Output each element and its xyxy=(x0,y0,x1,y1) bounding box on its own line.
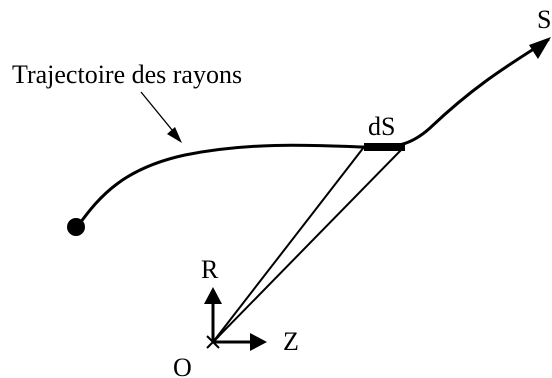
end-point-label-s: S xyxy=(537,5,551,34)
ray-line-to-ds-start xyxy=(212,146,365,343)
label-pointer-line xyxy=(140,91,178,137)
element-label-ds: dS xyxy=(368,112,395,141)
r-axis-arrowhead xyxy=(204,287,222,304)
ray-trajectory-curve xyxy=(76,38,550,228)
axis-label-r: R xyxy=(201,255,219,284)
z-axis-arrowhead xyxy=(250,333,267,351)
label-pointer-arrowhead xyxy=(167,127,182,143)
axis-label-z: Z xyxy=(283,327,299,356)
trajectory-label: Trajectoire des rayons xyxy=(12,60,242,89)
origin-label-o: O xyxy=(173,353,192,378)
ray-line-to-ds-end xyxy=(212,146,405,343)
origin-cross-b xyxy=(206,335,220,349)
trajectory-arrowhead xyxy=(529,37,551,59)
trajectory-start-point xyxy=(67,218,85,236)
